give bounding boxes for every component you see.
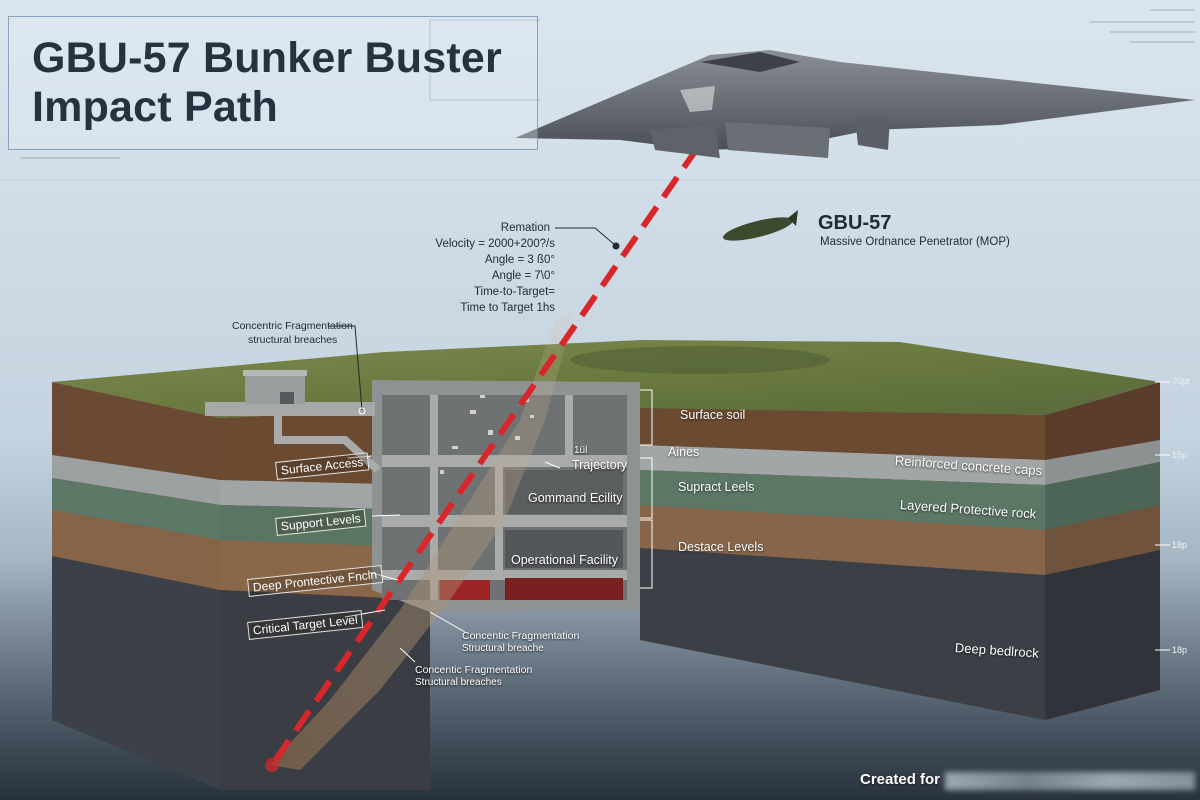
depth-tick: 70pt [1172,376,1190,386]
impact-plume [270,310,575,770]
gbu57-bomb-icon [723,210,798,241]
b2-stealth-bomber-icon [515,50,1195,158]
label-surface-soil: Surface soil [680,408,746,422]
fragmentation-annotation-2: Concentic Fragmentation [415,664,533,676]
depth-tick: 18p [1172,645,1188,655]
depth-tick: 18p [1172,540,1188,550]
fragmentation-annotation-2-sub: Structural breaches [415,677,502,688]
label-command-facility: Gommand Ecility [528,491,623,505]
trajectory-line [267,116,721,770]
weapon-name: GBU-57 [818,212,892,234]
fragmentation-annotation-top-sub: structural breaches [248,334,338,346]
hud-decorations [0,9,1200,181]
label-suprace-levels: Supract Leels [678,480,755,494]
release-calc-line: Time-to-Target= [473,286,555,298]
label-small-mark: 1ül [574,445,588,456]
release-calc-line: Angle = 7\0° [491,270,555,282]
release-calc-line: Angle = 3 ß0° [484,254,555,266]
fragmentation-annotation-1: Concentic Fragmentation [462,630,580,642]
page-title: GBU-57 Bunker Buster Impact Path [32,34,502,131]
leader-lines-white [344,381,1170,663]
release-calc-line: Time to Target 1hs [460,302,555,314]
release-calc-title: Remation [500,222,550,234]
ground-right-block [640,382,1160,720]
weapon-subtitle: Massive Ordnance Penetrator (MOP) [820,236,1010,248]
label-operational-facility: Operational Facility [511,553,618,567]
release-calc-line: Velocity = 2000+200?/s [435,238,555,250]
label-destace-levels: Destace Levels [678,540,764,554]
label-trajectory: Trajectory [572,458,628,472]
footer-credit: Created for [860,771,941,788]
leader-lines [328,227,620,415]
fragmentation-annotation-1-sub: Structural breache [462,643,544,654]
title-panel [8,16,538,150]
label-aines: Aines [668,445,700,459]
footer-redacted [945,772,1195,790]
depth-tick: 15p [1172,450,1188,460]
fragmentation-annotation-top: Concentric Fragmentation [232,320,353,332]
